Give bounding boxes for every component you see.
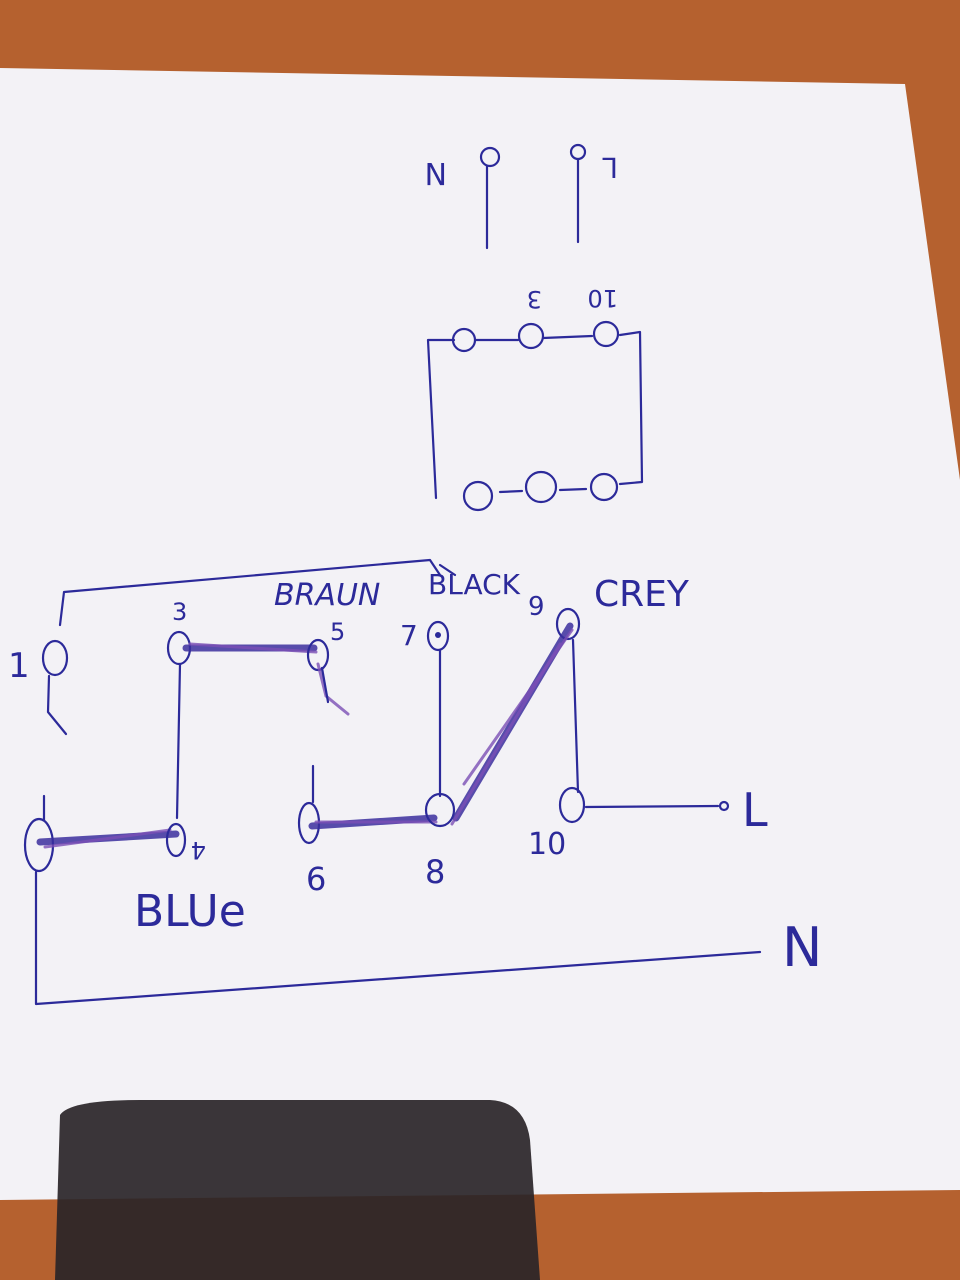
relay-pin-3-label: 3 xyxy=(527,285,542,313)
terminal-4-label: 4 xyxy=(191,836,206,864)
wire-label-blue: BLUe xyxy=(134,886,246,937)
terminal-10 xyxy=(558,786,730,824)
terminal-10-label: 10 xyxy=(528,827,566,862)
top-n-label: N xyxy=(425,155,447,190)
terminal-4 xyxy=(165,822,187,858)
top-l-terminal xyxy=(569,143,587,244)
terminal-8 xyxy=(424,792,456,828)
terminal-9-label: 9 xyxy=(528,592,545,622)
top-n-terminal xyxy=(479,146,501,250)
terminal-5-label: 5 xyxy=(330,618,345,646)
terminal-3-label: 3 xyxy=(172,598,187,626)
terminal-1-label: 1 xyxy=(8,646,30,686)
terminal-8-label: 8 xyxy=(425,853,445,891)
terminal-1 xyxy=(41,639,69,736)
supply-line-label: L xyxy=(742,783,768,837)
terminal-6-label: 6 xyxy=(306,860,326,898)
jumper-2-4 xyxy=(36,828,180,849)
top-l-label: L xyxy=(602,151,618,184)
paper-sheet xyxy=(0,68,960,1200)
wire-label-grey: CREY xyxy=(594,574,690,615)
terminal-5 xyxy=(306,638,350,716)
terminal-7 xyxy=(426,620,450,798)
bridge-wire-1-9 xyxy=(58,558,442,627)
wire-label-black: BLACK xyxy=(428,568,521,601)
wire-label-brown: BRAUN xyxy=(274,578,380,613)
jumper-6-8 xyxy=(308,814,438,830)
hand-shadow xyxy=(55,1100,540,1280)
jumper-3-5 xyxy=(182,642,318,654)
supply-neutral-label: N xyxy=(782,916,822,979)
bridge-wire-7-9 xyxy=(438,563,457,577)
relay-socket xyxy=(426,320,644,512)
terminal-9 xyxy=(555,607,581,794)
relay-pin-10-label: 10 xyxy=(587,284,618,312)
jumper-8-9 xyxy=(450,622,574,826)
terminal-7-label: 7 xyxy=(400,619,418,652)
